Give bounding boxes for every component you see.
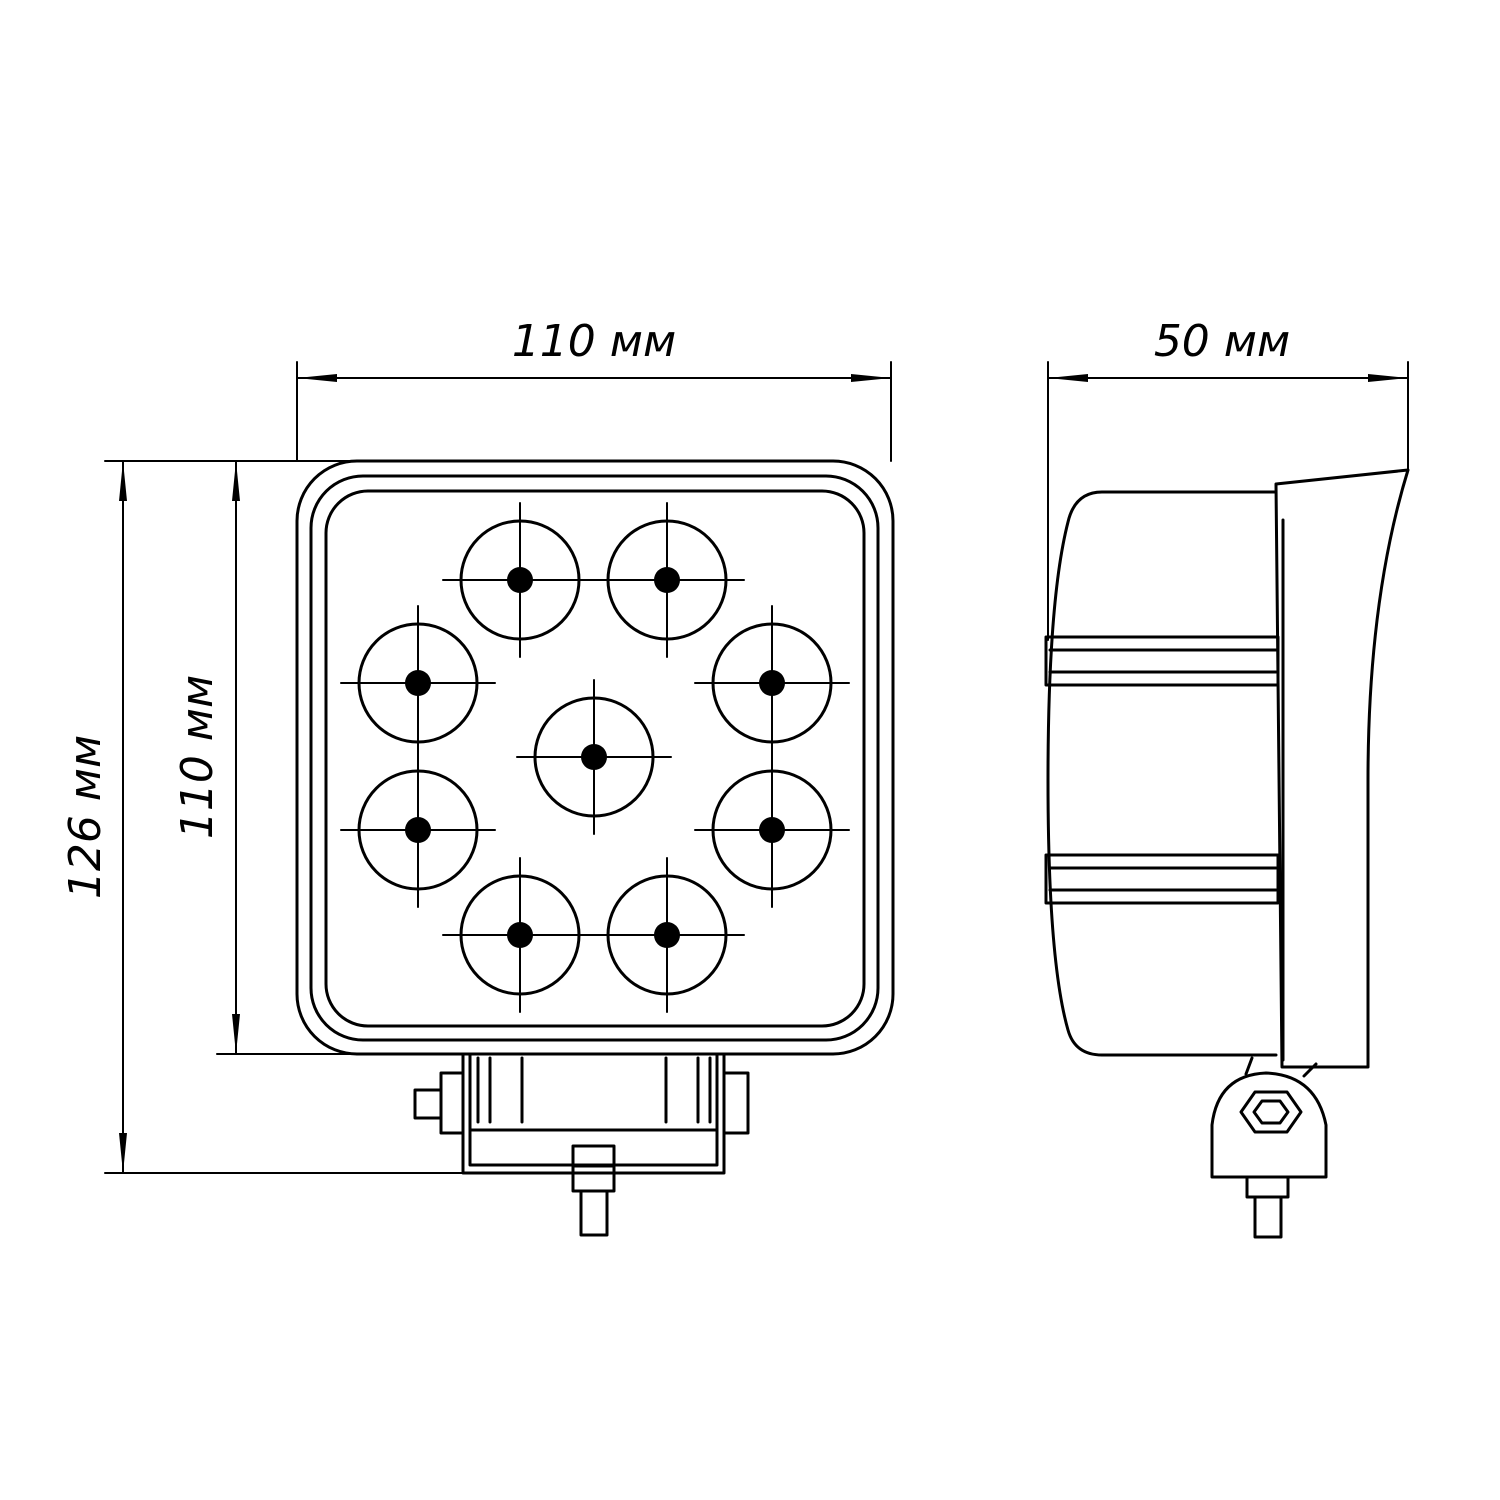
led-1: [442, 502, 598, 658]
lens-window: [324, 489, 866, 1028]
led-7: [694, 752, 850, 908]
bolt-stud: [579, 1189, 609, 1237]
led-emitter-dot: [759, 670, 785, 696]
led-4: [694, 605, 850, 761]
front-view: [295, 459, 895, 1237]
led-2: [589, 502, 745, 658]
bolt-nut: [571, 1144, 616, 1168]
depth-label: 50 мм: [1154, 316, 1290, 367]
led-emitter-dot: [581, 744, 607, 770]
body-height-label: 110 мм: [172, 675, 223, 839]
led-emitter-dot: [405, 817, 431, 843]
led-emitter-dot: [654, 567, 680, 593]
width-label: 110 мм: [512, 316, 676, 367]
led-emitter-dot: [405, 670, 431, 696]
side-housing-body: [1046, 490, 1278, 1057]
led-emitter-dot: [759, 817, 785, 843]
total-height-label: 126 мм: [60, 735, 111, 899]
housing-bezel: [309, 474, 880, 1042]
led-3: [340, 605, 496, 761]
led-8: [442, 857, 598, 1013]
side-rib-lower: [1044, 853, 1280, 905]
led-array: [340, 502, 850, 1013]
dimension-lines: [104, 361, 1409, 1174]
side-bracket: [1210, 1056, 1328, 1239]
side-bolt-stud: [1253, 1195, 1283, 1239]
mounting-bracket: [413, 1052, 750, 1237]
led-5: [516, 679, 672, 835]
side-view: [1044, 468, 1410, 1239]
led-emitter-dot: [654, 922, 680, 948]
led-9: [589, 857, 745, 1013]
led-6: [340, 752, 496, 908]
housing-outer-edge: [295, 459, 895, 1056]
hex-nut-icon: [1239, 1090, 1303, 1134]
side-front-bezel: [1274, 468, 1410, 1069]
led-emitter-dot: [507, 922, 533, 948]
side-rib-upper: [1044, 635, 1280, 687]
led-emitter-dot: [507, 567, 533, 593]
